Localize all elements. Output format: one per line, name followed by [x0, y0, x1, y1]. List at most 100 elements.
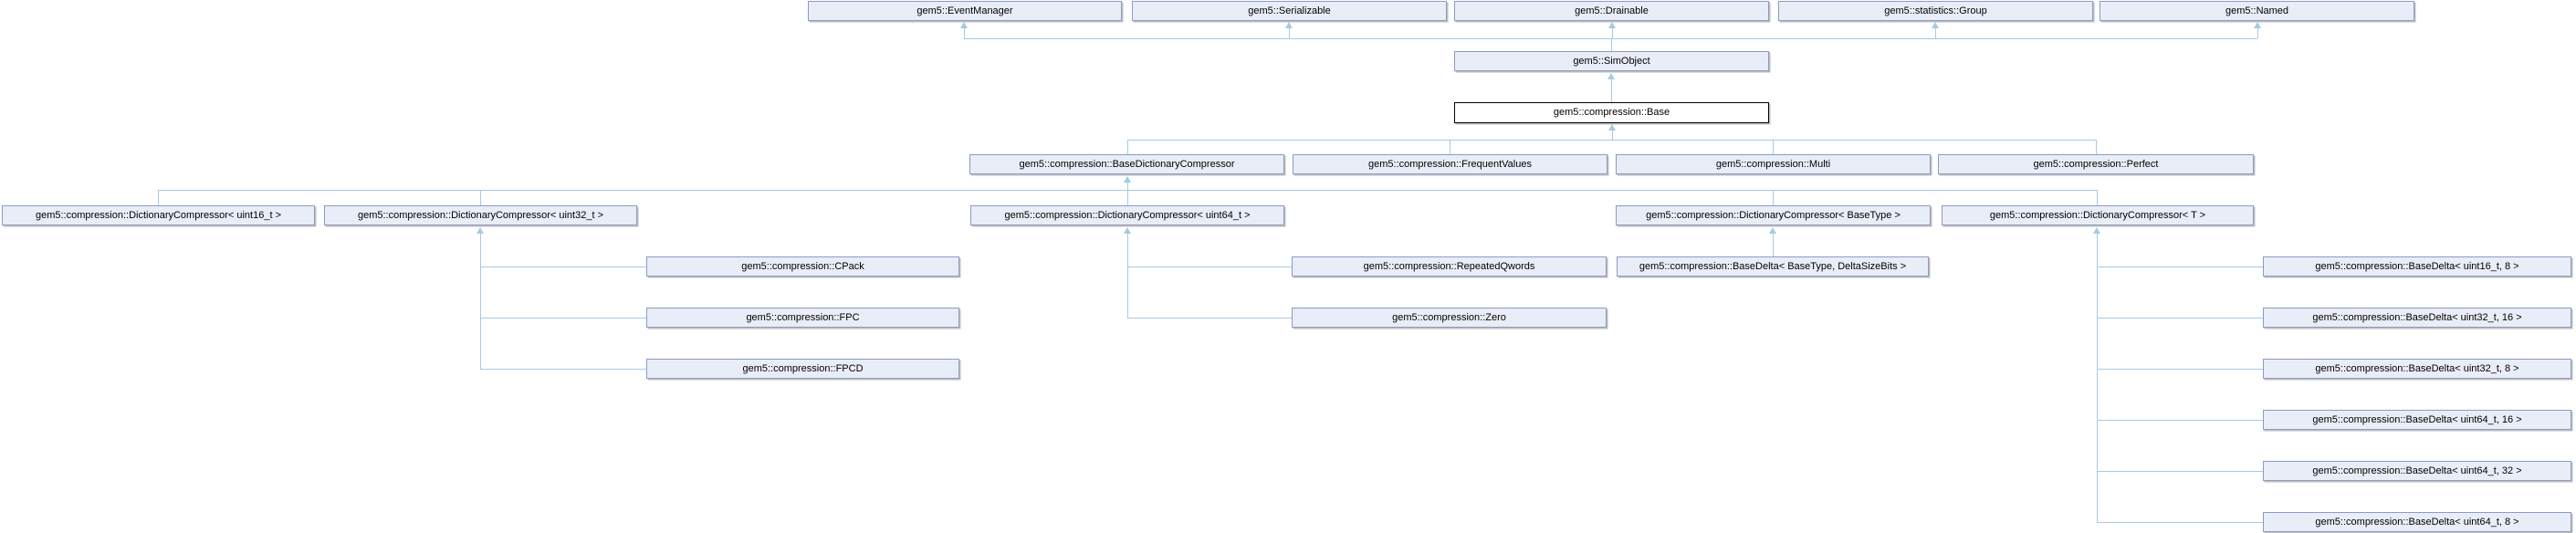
class-node-label: gem5::EventManager	[916, 5, 1013, 16]
arrowhead-up-icon	[1124, 176, 1131, 183]
edge-line	[158, 190, 159, 205]
class-node-label: gem5::compression::BaseDelta< uint16_t, …	[2315, 261, 2519, 272]
class-node-fpc[interactable]: gem5::compression::FPC	[646, 308, 959, 328]
class-node-simobject[interactable]: gem5::SimObject	[1454, 51, 1769, 71]
edge-line	[1289, 28, 1290, 38]
class-node-fpcd[interactable]: gem5::compression::FPCD	[646, 359, 959, 379]
edge-line	[1935, 28, 1936, 38]
class-node-label: gem5::compression::BaseDelta< uint32_t, …	[2312, 312, 2522, 323]
class-node-label: gem5::compression::DictionaryCompressor<…	[1004, 210, 1251, 221]
edge-line	[480, 369, 646, 370]
class-node-label: gem5::compression::BaseDelta< uint64_t, …	[2315, 517, 2519, 528]
class-node-perfect[interactable]: gem5::compression::Perfect	[1938, 154, 2254, 174]
edge-line	[1611, 79, 1612, 102]
edge-line	[1127, 318, 1292, 319]
class-node-label: gem5::compression::Base	[1553, 107, 1670, 118]
class-node-label: gem5::compression::FrequentValues	[1368, 159, 1532, 170]
edge-line	[2096, 140, 2097, 154]
edge-line	[1773, 190, 1774, 205]
class-node-label: gem5::compression::BaseDelta< uint64_t, …	[2312, 465, 2522, 476]
edge-line	[2097, 318, 2263, 319]
class-node-dc-t[interactable]: gem5::compression::DictionaryCompressor<…	[1942, 205, 2254, 225]
class-node-multi[interactable]: gem5::compression::Multi	[1616, 154, 1931, 174]
edge-line	[1612, 131, 1613, 140]
edge-line	[2097, 369, 2263, 370]
edge-line	[1773, 234, 1774, 256]
arrowhead-up-icon	[2093, 227, 2100, 234]
class-node-label: gem5::compression::DictionaryCompressor<…	[35, 210, 281, 221]
class-node-basedelta-u16-8[interactable]: gem5::compression::BaseDelta< uint16_t, …	[2263, 256, 2571, 277]
class-node-label: gem5::compression::CPack	[741, 261, 864, 272]
class-node-base: gem5::compression::Base	[1454, 102, 1769, 123]
edge-line	[964, 38, 2257, 39]
class-node-dc-uint16[interactable]: gem5::compression::DictionaryCompressor<…	[2, 205, 315, 225]
class-node-label: gem5::compression::DictionaryCompressor<…	[1646, 210, 1901, 221]
edge-line	[2097, 190, 2098, 205]
arrowhead-up-icon	[1607, 73, 1615, 79]
class-node-basedictionarycompressor[interactable]: gem5::compression::BaseDictionaryCompres…	[969, 154, 1284, 174]
arrowhead-up-icon	[1608, 124, 1616, 131]
class-node-cpack[interactable]: gem5::compression::CPack	[646, 256, 959, 277]
class-node-frequentvalues[interactable]: gem5::compression::FrequentValues	[1293, 154, 1607, 174]
arrowhead-up-icon	[2254, 22, 2261, 28]
class-node-label: gem5::compression::FPC	[746, 312, 860, 323]
class-node-eventmanager[interactable]: gem5::EventManager	[808, 1, 1122, 21]
arrowhead-up-icon	[1285, 22, 1293, 28]
edge-line	[1612, 28, 1613, 38]
edge-line	[480, 234, 481, 369]
class-node-named[interactable]: gem5::Named	[2100, 1, 2414, 21]
class-node-basedelta-u32-8[interactable]: gem5::compression::BaseDelta< uint32_t, …	[2263, 359, 2571, 379]
class-node-label: gem5::compression::DictionaryCompressor<…	[1989, 210, 2206, 221]
edge-line	[1127, 190, 1128, 205]
edge-line	[480, 318, 646, 319]
class-node-basedelta-u64-16[interactable]: gem5::compression::BaseDelta< uint64_t, …	[2263, 410, 2571, 430]
arrowhead-up-icon	[1769, 227, 1776, 234]
edge-line	[2097, 266, 2263, 267]
class-node-label: gem5::statistics::Group	[1884, 5, 1987, 16]
edge-line	[2097, 234, 2098, 522]
edge-line	[1127, 234, 1128, 318]
edge-line	[1127, 266, 1292, 267]
class-node-label: gem5::compression::Perfect	[2033, 159, 2159, 170]
class-node-label: gem5::Named	[2225, 5, 2289, 16]
class-node-label: gem5::compression::BaseDelta< uint32_t, …	[2315, 363, 2519, 374]
arrowhead-up-icon	[1124, 227, 1131, 234]
class-node-basedelta-u32-16[interactable]: gem5::compression::BaseDelta< uint32_t, …	[2263, 308, 2571, 328]
edge-line	[1127, 183, 1128, 190]
class-node-basedelta-basetype[interactable]: gem5::compression::BaseDelta< BaseType, …	[1617, 256, 1929, 277]
arrowhead-up-icon	[476, 227, 484, 234]
class-node-label: gem5::compression::BaseDelta< uint64_t, …	[2312, 414, 2522, 425]
class-node-repeatedqwords[interactable]: gem5::compression::RepeatedQwords	[1292, 256, 1607, 277]
class-node-basedelta-u64-32[interactable]: gem5::compression::BaseDelta< uint64_t, …	[2263, 461, 2571, 481]
class-node-label: gem5::compression::RepeatedQwords	[1363, 261, 1535, 272]
edge-line	[2097, 420, 2263, 421]
class-node-label: gem5::compression::DictionaryCompressor<…	[357, 210, 603, 221]
edge-line	[964, 28, 965, 38]
class-node-label: gem5::Drainable	[1575, 5, 1649, 16]
class-node-label: gem5::compression::BaseDictionaryCompres…	[1019, 159, 1235, 170]
class-node-dc-uint64[interactable]: gem5::compression::DictionaryCompressor<…	[970, 205, 1284, 225]
arrowhead-up-icon	[1608, 22, 1616, 28]
class-node-zero[interactable]: gem5::compression::Zero	[1292, 308, 1607, 328]
edge-line	[1611, 38, 1612, 51]
class-node-label: gem5::compression::FPCD	[742, 363, 864, 374]
class-node-label: gem5::compression::BaseDelta< BaseType, …	[1639, 261, 1907, 272]
class-node-dc-uint32[interactable]: gem5::compression::DictionaryCompressor<…	[324, 205, 637, 225]
class-node-stats-group[interactable]: gem5::statistics::Group	[1778, 1, 2093, 21]
edge-line	[2257, 28, 2258, 38]
class-node-basedelta-u64-8[interactable]: gem5::compression::BaseDelta< uint64_t, …	[2263, 512, 2571, 532]
edge-line	[480, 266, 646, 267]
class-node-label: gem5::SimObject	[1573, 56, 1650, 67]
edge-line	[1127, 140, 1128, 154]
edge-line	[1127, 140, 2097, 141]
edge-line	[2097, 471, 2263, 472]
arrowhead-up-icon	[960, 22, 968, 28]
edge-line	[1773, 140, 1774, 154]
class-node-label: gem5::Serializable	[1248, 5, 1331, 16]
class-node-serializable[interactable]: gem5::Serializable	[1132, 1, 1447, 21]
class-node-label: gem5::compression::Multi	[1715, 159, 1831, 170]
edge-line	[2097, 522, 2263, 523]
class-node-drainable[interactable]: gem5::Drainable	[1454, 1, 1769, 21]
class-node-dc-basetype[interactable]: gem5::compression::DictionaryCompressor<…	[1616, 205, 1931, 225]
